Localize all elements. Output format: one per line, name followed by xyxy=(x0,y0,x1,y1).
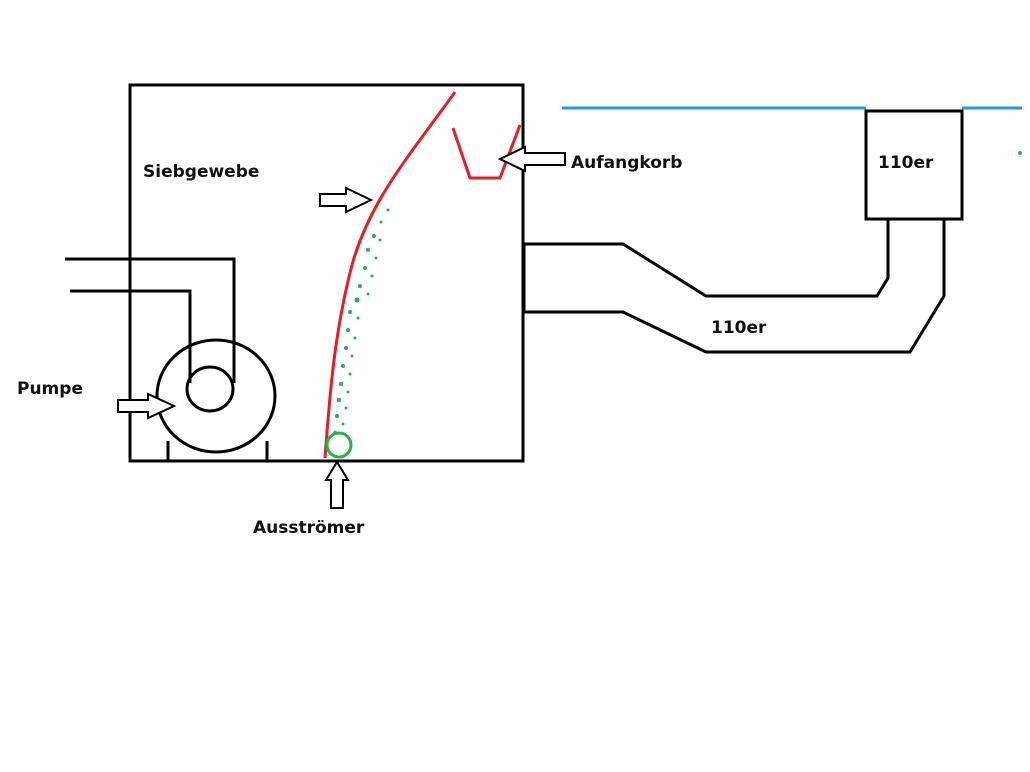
bubble xyxy=(366,292,370,296)
pipe-box-110er xyxy=(864,109,964,221)
collection-basket xyxy=(451,124,522,180)
bubble xyxy=(379,220,383,224)
outlet-pipe xyxy=(522,220,946,354)
bubble xyxy=(346,390,350,394)
sieve-mesh xyxy=(323,91,457,459)
water-surface xyxy=(562,106,1022,155)
sieve-arrow-icon xyxy=(319,186,374,214)
bubble xyxy=(372,234,376,238)
label-siebgewebe: Siebgewebe xyxy=(143,162,259,182)
bubble xyxy=(348,310,352,314)
inlet-pipes xyxy=(65,257,236,383)
bubble xyxy=(370,274,374,278)
bubble xyxy=(346,328,350,332)
bubble xyxy=(350,354,354,358)
pump xyxy=(155,338,277,461)
bubble xyxy=(358,284,362,288)
label-pipe-110er: 110er xyxy=(711,318,767,338)
bubble xyxy=(339,382,343,386)
label-ausstroemer: Ausströmer xyxy=(253,518,365,538)
bubble xyxy=(341,422,345,426)
label-aufangkorb: Aufangkorb xyxy=(571,153,682,173)
bubble xyxy=(386,208,390,212)
label-pumpe: Pumpe xyxy=(17,379,83,399)
bubble xyxy=(354,297,360,303)
bubble xyxy=(333,430,337,434)
bubble xyxy=(363,266,367,270)
bubble xyxy=(344,406,348,410)
bubble xyxy=(348,372,352,376)
bubble xyxy=(341,364,345,368)
bubble xyxy=(374,256,378,260)
bubble xyxy=(366,248,370,252)
bubble xyxy=(344,346,348,350)
bubble xyxy=(335,414,339,418)
label-box-110er: 110er xyxy=(878,153,934,173)
bubble xyxy=(378,238,382,242)
basket-arrow-icon xyxy=(497,145,566,173)
air-diffuser xyxy=(325,431,353,459)
bubble xyxy=(353,336,357,340)
bubble xyxy=(337,398,341,402)
pump-arrow-icon xyxy=(117,392,177,420)
air-bubbles xyxy=(333,208,390,434)
bubble xyxy=(356,316,360,320)
diffuser-arrow-icon xyxy=(324,460,350,509)
filter-chamber xyxy=(128,83,525,463)
